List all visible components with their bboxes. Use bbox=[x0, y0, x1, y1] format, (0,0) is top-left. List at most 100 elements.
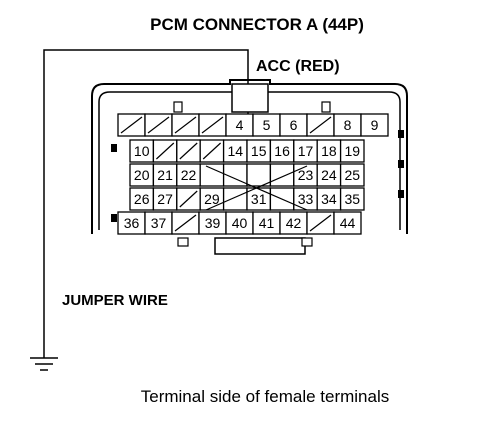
terminal-label: 44 bbox=[340, 215, 356, 231]
terminal-label: 19 bbox=[345, 143, 361, 159]
terminal-empty bbox=[306, 211, 335, 235]
terminal-label: 34 bbox=[321, 191, 337, 207]
terminal-label: 16 bbox=[274, 143, 290, 159]
latch-bottom bbox=[214, 237, 306, 255]
empty-slot-slash bbox=[174, 116, 197, 134]
terminal-empty bbox=[171, 211, 200, 235]
terminal-empty bbox=[176, 187, 201, 211]
terminal-label: 5 bbox=[263, 117, 271, 133]
terminal-22: 22 bbox=[176, 163, 201, 187]
terminal-label: 6 bbox=[290, 117, 298, 133]
terminal-empty bbox=[171, 113, 200, 137]
terminal-label: 25 bbox=[345, 167, 361, 183]
terminal-8: 8 bbox=[333, 113, 362, 137]
connector-housing bbox=[91, 79, 408, 255]
empty-slot-slash bbox=[309, 214, 332, 232]
empty-slot-slash bbox=[120, 116, 143, 134]
terminal-42: 42 bbox=[279, 211, 308, 235]
terminal-label: 17 bbox=[298, 143, 314, 159]
empty-slot-slash bbox=[202, 142, 222, 160]
terminal-34: 34 bbox=[316, 187, 342, 211]
terminal-21: 21 bbox=[152, 163, 178, 187]
terminal-label: 10 bbox=[134, 143, 150, 159]
terminal-label: 31 bbox=[251, 191, 267, 207]
terminal-36: 36 bbox=[117, 211, 146, 235]
caption: Terminal side of female terminals bbox=[141, 387, 389, 406]
terminal-label: 27 bbox=[157, 191, 173, 207]
terminal-label: 36 bbox=[124, 215, 140, 231]
terminal-empty bbox=[222, 187, 248, 211]
terminal-label: 29 bbox=[204, 191, 220, 207]
empty-slot-slash bbox=[179, 190, 198, 208]
terminal-9: 9 bbox=[360, 113, 389, 137]
terminal-25: 25 bbox=[339, 163, 365, 187]
terminal-16: 16 bbox=[269, 139, 295, 163]
terminal-5: 5 bbox=[252, 113, 281, 137]
terminal-label: 24 bbox=[321, 167, 337, 183]
terminal-empty bbox=[176, 139, 201, 163]
terminal-label: 18 bbox=[321, 143, 337, 159]
terminal-label: 39 bbox=[205, 215, 221, 231]
empty-slot-slash bbox=[309, 116, 332, 134]
terminal-29: 29 bbox=[199, 187, 225, 211]
terminal-empty bbox=[198, 113, 227, 137]
terminal-20: 20 bbox=[129, 163, 155, 187]
terminal-17: 17 bbox=[293, 139, 318, 163]
terminal-40: 40 bbox=[225, 211, 254, 235]
terminal-empty bbox=[117, 113, 146, 137]
terminal-empty bbox=[152, 139, 178, 163]
terminal-33: 33 bbox=[293, 187, 318, 211]
terminal-44: 44 bbox=[333, 211, 362, 235]
ground-icon bbox=[30, 357, 58, 371]
terminal-31: 31 bbox=[246, 187, 272, 211]
terminal-label: 40 bbox=[232, 215, 248, 231]
terminal-label: 20 bbox=[134, 167, 150, 183]
diagram-title: PCM CONNECTOR A (44P) bbox=[150, 15, 364, 34]
terminal-empty bbox=[144, 113, 173, 137]
empty-slot-slash bbox=[155, 142, 175, 160]
terminal-10: 10 bbox=[129, 139, 155, 163]
terminal-19: 19 bbox=[339, 139, 365, 163]
terminal-label: 41 bbox=[259, 215, 275, 231]
terminal-label: 9 bbox=[371, 117, 379, 133]
terminal-label: 8 bbox=[344, 117, 352, 133]
terminal-27: 27 bbox=[152, 187, 178, 211]
empty-slot-slash bbox=[147, 116, 170, 134]
terminal-4: 4 bbox=[225, 113, 254, 137]
empty-slot-slash bbox=[201, 116, 224, 134]
terminal-empty bbox=[269, 163, 295, 187]
terminal-label: 21 bbox=[157, 167, 173, 183]
acc-label: ACC (RED) bbox=[256, 58, 340, 75]
terminal-empty bbox=[199, 139, 225, 163]
terminal-18: 18 bbox=[316, 139, 342, 163]
empty-slot-slash bbox=[174, 214, 197, 232]
latch-top bbox=[231, 83, 269, 113]
empty-slot-slash bbox=[179, 142, 198, 160]
terminal-15: 15 bbox=[246, 139, 272, 163]
crossover-lines bbox=[205, 165, 308, 211]
terminal-41: 41 bbox=[252, 211, 281, 235]
terminal-label: 15 bbox=[251, 143, 267, 159]
terminal-label: 4 bbox=[236, 117, 244, 133]
terminal-label: 35 bbox=[345, 191, 361, 207]
terminal-empty bbox=[306, 113, 335, 137]
terminal-35: 35 bbox=[339, 187, 365, 211]
terminal-empty bbox=[199, 163, 225, 187]
terminal-37: 37 bbox=[144, 211, 173, 235]
terminal-label: 23 bbox=[298, 167, 314, 183]
terminal-label: 33 bbox=[298, 191, 314, 207]
terminal-14: 14 bbox=[222, 139, 248, 163]
jumper-wire-label: JUMPER WIRE bbox=[62, 292, 168, 309]
terminal-6: 6 bbox=[279, 113, 308, 137]
terminal-39: 39 bbox=[198, 211, 227, 235]
terminal-24: 24 bbox=[316, 163, 342, 187]
terminal-label: 26 bbox=[134, 191, 150, 207]
terminal-label: 14 bbox=[228, 143, 244, 159]
terminal-empty bbox=[246, 163, 272, 187]
terminal-label: 42 bbox=[286, 215, 302, 231]
terminal-26: 26 bbox=[129, 187, 155, 211]
terminal-label: 37 bbox=[151, 215, 167, 231]
